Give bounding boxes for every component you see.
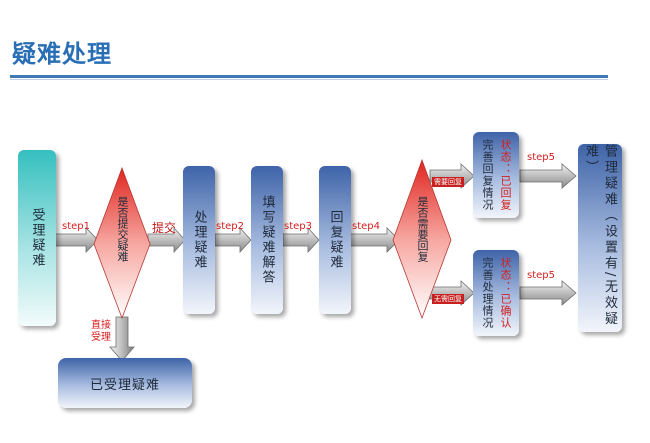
edge-label-step4: step4 [352,221,380,232]
decision-reply-label: 是否需要回复 [416,196,429,262]
complete-reply-box: 完善回复情况 状态：已回复 [473,132,519,218]
edge-label-step1: step1 [62,221,90,232]
arrow-step5-bottom [519,280,577,306]
edge-label-submit: 提交 [152,221,177,235]
title-rule [10,75,608,78]
edge-label-step2: step2 [216,221,244,232]
arrow-step3 [282,226,320,254]
decision-reply-diamond [392,158,452,320]
arrow-direct-accept [109,316,135,362]
complete-reply-label: 完善回复情况 [481,139,494,211]
accepted-box: 已受理疑难 [58,358,192,408]
title-rule-shadow [10,79,608,80]
page-title: 疑难处理 [12,40,112,68]
fill-answer-label: 填写疑难解答 [259,195,275,285]
accept-box: 受理疑难 [18,150,56,326]
edge-label-step5-bottom: step5 [527,270,555,281]
decision-submit-label: 是否提交疑难 [116,196,129,262]
arrow-step5-top [519,163,577,189]
complete-process-status: 状态：已确认 [499,257,512,329]
accepted-box-label: 已受理疑难 [89,377,160,393]
fill-answer-box: 填写疑难解答 [251,166,283,314]
edge-label-step3: step3 [284,221,312,232]
process-box-label: 处理疑难 [191,210,207,270]
decision-submit-diamond [93,166,151,320]
complete-reply-status: 状态：已回复 [499,139,512,211]
complete-process-box: 完善处理情况 状态：已确认 [473,250,519,336]
process-box: 处理疑难 [183,166,215,314]
accept-box-label: 受理疑难 [29,208,45,268]
manage-box-label: 管理疑难（设置有/无效疑难） [583,144,617,328]
reply-box-label: 回复疑难 [327,210,343,270]
reply-box: 回复疑难 [319,166,351,314]
complete-process-label: 完善处理情况 [481,257,494,329]
edge-label-need-reply: 需要回复 [432,177,464,187]
manage-box: 管理疑难（设置有/无效疑难） [578,144,622,332]
edge-label-no-reply: 无需回复 [432,294,464,304]
edge-label-step5-top: step5 [527,152,555,163]
arrow-step1 [54,227,99,253]
arrow-step2 [214,226,252,254]
edge-label-direct-accept: 直接受理 [91,320,111,343]
arrow-submit [147,226,186,254]
arrow-step4 [349,227,400,253]
